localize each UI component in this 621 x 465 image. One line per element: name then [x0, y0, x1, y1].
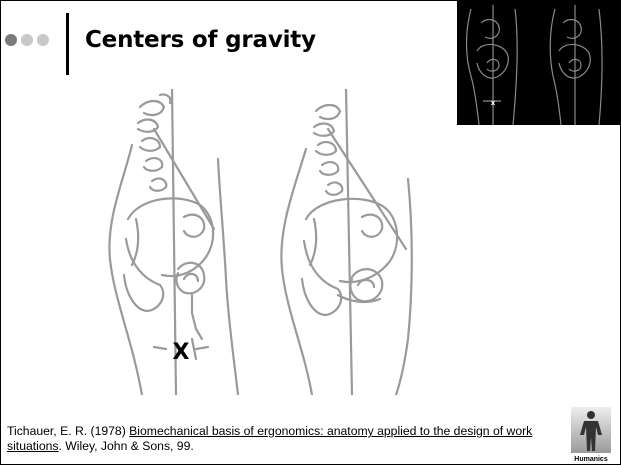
left-front-outline: [218, 159, 238, 395]
right-back-outline: [281, 149, 312, 395]
right-gravity-line: [346, 89, 352, 395]
dot-icon: [37, 34, 49, 46]
humanics-logo: Humanics: [564, 405, 618, 463]
thumbnail-cog-marker: x: [491, 99, 496, 107]
right-front-outline: [396, 179, 412, 395]
left-back-outline: [109, 145, 142, 395]
humanics-logo-label: Humanics: [564, 456, 618, 463]
title-divider: [66, 13, 69, 75]
pelvis-diagram: X: [96, 89, 456, 395]
right-diagonal-line: [328, 129, 406, 249]
citation: Tichauer, E. R. (1978) Biomechanical bas…: [7, 424, 567, 454]
dot-icon: [21, 34, 33, 46]
thumbnail-image: x: [457, 1, 620, 125]
dot-icon: [5, 34, 17, 46]
humanics-figure-icon: [564, 405, 618, 453]
slide-title: Centers of gravity: [85, 27, 316, 53]
center-of-gravity-marker: X: [173, 340, 190, 365]
citation-author-year: Tichauer, E. R. (1978): [7, 424, 126, 438]
decorative-dots: [5, 34, 49, 46]
citation-publisher: . Wiley, John & Sons, 99.: [59, 439, 194, 453]
